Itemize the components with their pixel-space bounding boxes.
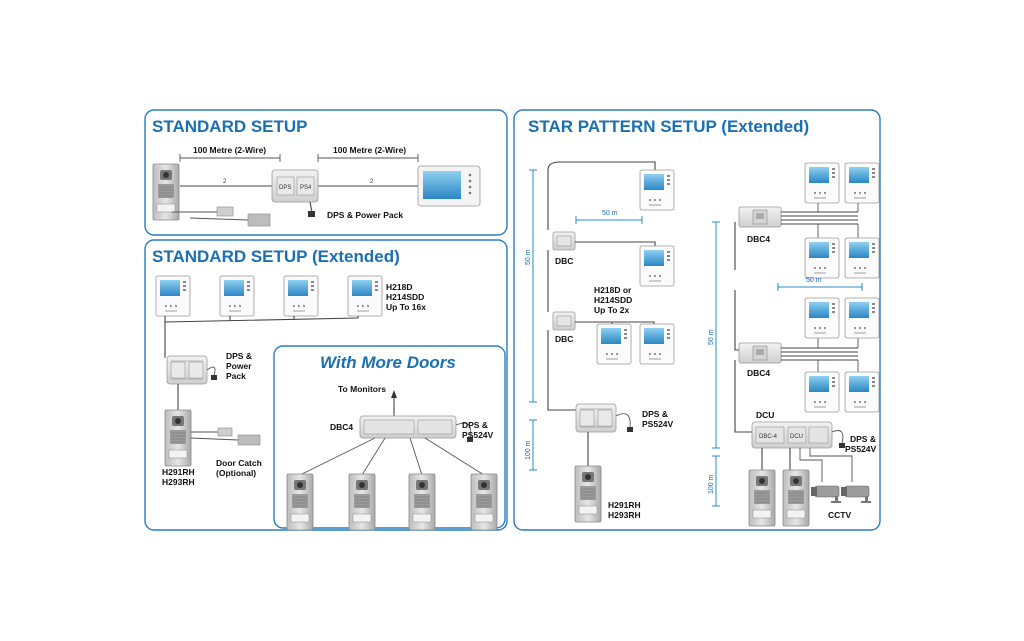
star-monitors-label-1: H218D or [594,285,632,295]
more-doors-station-2 [348,473,376,531]
extended-psu-label-2: Power [226,361,252,371]
star-quad-monitor-5 [804,297,840,339]
extended-monitors-label-3: Up To 16x [386,302,426,312]
star-dbc4-bottom [738,342,782,364]
star-quad-monitor-2 [844,162,880,204]
star-dcu-text: DCU [790,434,803,440]
star-cctv-camera-2 [840,485,872,504]
star-dcu-label: DCU [756,410,774,420]
star-vert-100m-right: 100 m [708,474,715,494]
to-monitors-label: To Monitors [338,384,386,394]
star-dbc4-text: DBC-4 [759,434,778,440]
star-dbc4-label-bottom: DBC4 [747,368,770,378]
standard-dist-right: 100 Metre (2-Wire) [333,145,406,155]
star-horiz-50m-right: 50 m [806,277,822,284]
extended-title: STANDARD SETUP (Extended) [152,247,400,266]
extended-monitors-label-1: H218D [386,282,412,292]
extended-door-label-2: H293RH [162,477,195,487]
star-monitor-3 [596,323,632,365]
extended-catch-label-1: Door Catch [216,458,262,468]
extended-door-catch [190,427,261,446]
star-plug-icon [627,427,633,432]
star-quad-monitor-8 [844,371,880,413]
standard-title: STANDARD SETUP [152,117,308,136]
star-dbc-2 [552,311,576,331]
more-doors-station-4 [470,473,498,531]
standard-wire-count-2: 2 [370,179,374,185]
star-dcu-psu-label-2: PS524V [845,444,877,454]
star-dcu-unit: DBC-4 DCU [751,421,833,449]
extended-monitor-2 [219,275,255,317]
star-quad-monitor-4 [844,237,880,279]
star-vert-50m-right: 50 m [708,329,715,345]
arrow-up-icon [391,390,397,398]
star-quad-monitor-3 [804,237,840,279]
more-doors-station-3 [408,473,436,531]
star-monitor-4 [639,323,675,365]
star-dbc-1 [552,231,576,251]
panel-standard [144,109,508,236]
star-horiz-50m-left: 50 m [602,210,618,217]
star-quad-monitor-6 [844,297,880,339]
standard-wire-count-1: 2 [223,179,227,185]
standard-monitor [417,165,481,207]
more-doors-psu-label-1: DPS & [462,420,488,430]
star-dbc4-top [738,206,782,228]
star-title: STAR PATTERN SETUP (Extended) [528,117,809,136]
extended-catch-label-2: (Optional) [216,468,256,478]
star-door-station-b [782,469,810,527]
star-cctv-label: CCTV [828,510,851,520]
star-dcu-plug-icon [839,443,845,448]
star-door-station-a [748,469,776,527]
star-monitor-2 [639,245,675,287]
more-doors-station-1 [286,473,314,531]
standard-psu-text: PS4 [300,185,312,191]
extended-psu-label-1: DPS & [226,351,252,361]
panel-more-doors [273,345,506,529]
star-psu-label-1: DPS & [642,409,668,419]
standard-psu-label: DPS & Power Pack [327,210,403,220]
more-doors-dbc-label: DBC4 [330,422,353,432]
star-psu-label-2: PS524V [642,419,674,429]
star-monitors-label-2: H214SDD [594,295,632,305]
star-door-label-2: H293RH [608,510,641,520]
star-monitors-label-3: Up To 2x [594,305,630,315]
more-doors-psu-label-2: PS524V [462,430,494,440]
extended-monitor-4 [347,275,383,317]
star-monitor-top [639,169,675,211]
star-vert-100m-left: 100 m [525,440,532,460]
star-dbc-label-1: DBC [555,256,573,266]
star-vert-50m-left: 50 m [525,249,532,265]
panel-star [513,109,881,531]
extended-monitor-3 [283,275,319,317]
extended-psu-label-3: Pack [226,371,246,381]
more-doors-plug-icon [467,437,473,442]
star-quad-monitor-1 [804,162,840,204]
standard-dist-left: 100 Metre (2-Wire) [193,145,266,155]
standard-dps-text: DPS [279,185,291,191]
star-dbc4-top-wires [781,201,859,238]
extended-dps-unit [166,355,208,385]
more-doors-title: With More Doors [320,353,456,372]
star-cctv-camera-1 [810,485,842,504]
more-doors-dbc4-unit [359,415,457,439]
panel-standard-extended [144,239,508,531]
star-dcu-psu-label-1: DPS & [850,434,876,444]
star-quad-monitor-7 [804,371,840,413]
extended-door-label-1: H291RH [162,467,195,477]
star-dps-unit [575,403,617,433]
standard-dps-unit: DPS PS4 [271,169,319,203]
extended-monitor-1 [155,275,191,317]
star-dbc-label-2: DBC [555,334,573,344]
extended-door-station [164,409,192,467]
extended-monitors-label-2: H214SDD [386,292,424,302]
star-dbc4-bottom-wires [781,337,859,372]
star-dbc4-label-top: DBC4 [747,234,770,244]
star-door-label-1: H291RH [608,500,641,510]
plug-icon [308,211,315,217]
extended-plug-icon [211,375,217,380]
star-door-station [574,465,602,523]
standard-door-catch [172,206,271,227]
